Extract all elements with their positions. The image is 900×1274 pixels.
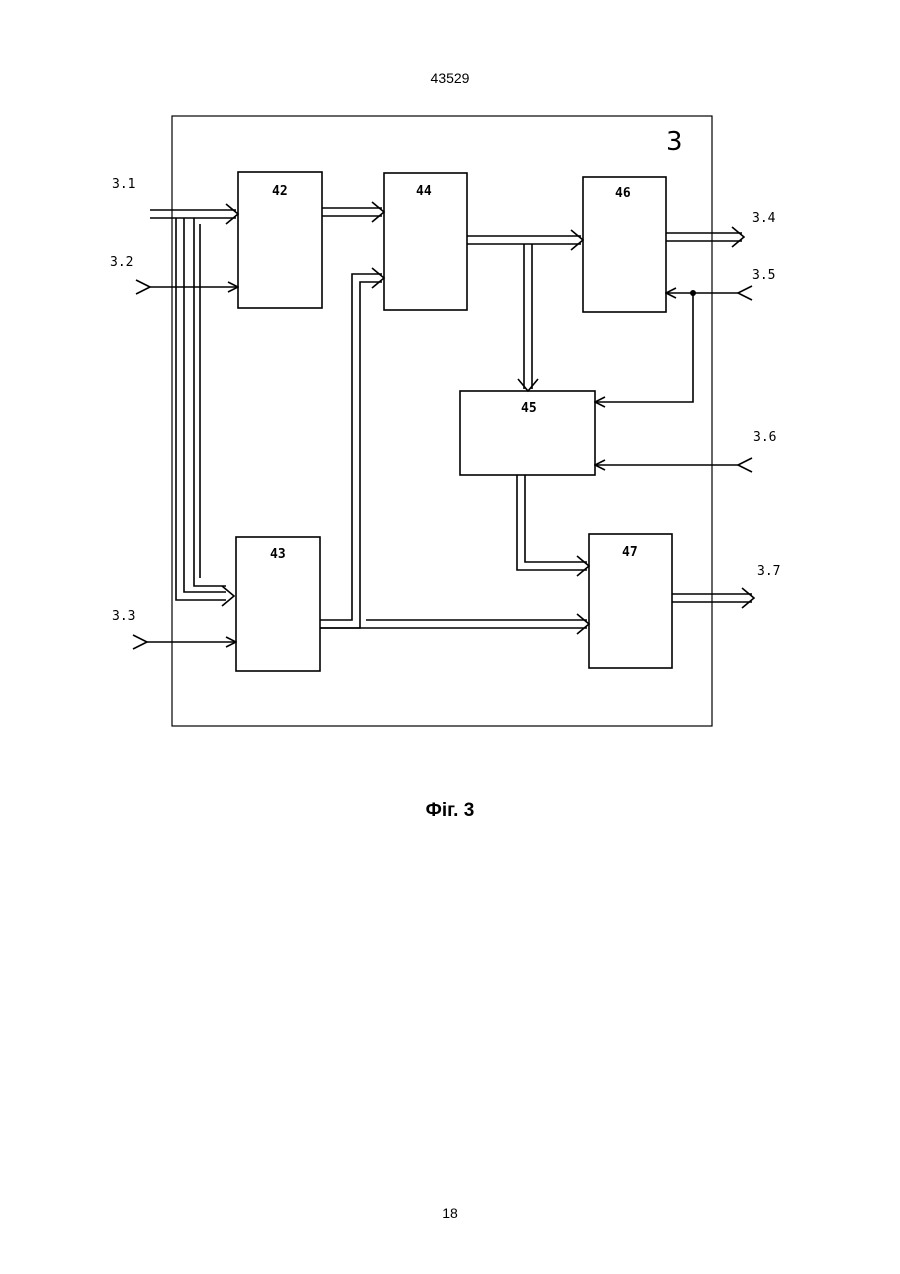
page-number: 18 [0, 1205, 900, 1221]
bus-42-to-44 [322, 202, 384, 222]
bus-47-to-3-7 [672, 588, 754, 608]
block-46-label: 46 [615, 186, 631, 201]
bus-46-to-3-4 [666, 227, 744, 247]
port-3-5-label: 3.5 [752, 268, 775, 283]
block-45: 45 [460, 391, 595, 475]
line-3-2-to-42 [136, 280, 238, 294]
block-44-label: 44 [416, 184, 432, 199]
block-46: 46 [583, 177, 666, 312]
line-3-6-to-45 [595, 458, 752, 472]
port-3-3-label: 3.3 [112, 609, 135, 624]
block-44: 44 [384, 173, 467, 310]
block-47: 47 [589, 534, 672, 668]
block-43-label: 43 [270, 547, 286, 562]
frame-label: 3 [666, 127, 683, 157]
port-3-4-label: 3.4 [752, 211, 776, 226]
bus-45-to-47 [517, 475, 589, 576]
block-47-label: 47 [622, 545, 638, 560]
block-42: 42 [238, 172, 322, 308]
port-3-7-label: 3.7 [757, 564, 780, 579]
bus-3-1-inner-to-43 [194, 218, 226, 586]
junction-dot [690, 290, 696, 296]
bus-44-to-45 [518, 244, 538, 391]
port-3-1-label: 3.1 [112, 177, 135, 192]
bus-3-1-branch-to-43 [176, 218, 234, 606]
line-3-3-to-43 [133, 635, 236, 649]
figure-caption: Фіг. 3 [0, 800, 900, 822]
port-3-2-label: 3.2 [110, 255, 133, 270]
bus-43-to-44 [320, 268, 384, 628]
block-45-label: 45 [521, 401, 537, 416]
bus-44-to-46 [467, 230, 583, 250]
port-3-6-label: 3.6 [753, 430, 776, 445]
block-42-label: 42 [272, 184, 288, 199]
block-43: 43 [236, 537, 320, 671]
